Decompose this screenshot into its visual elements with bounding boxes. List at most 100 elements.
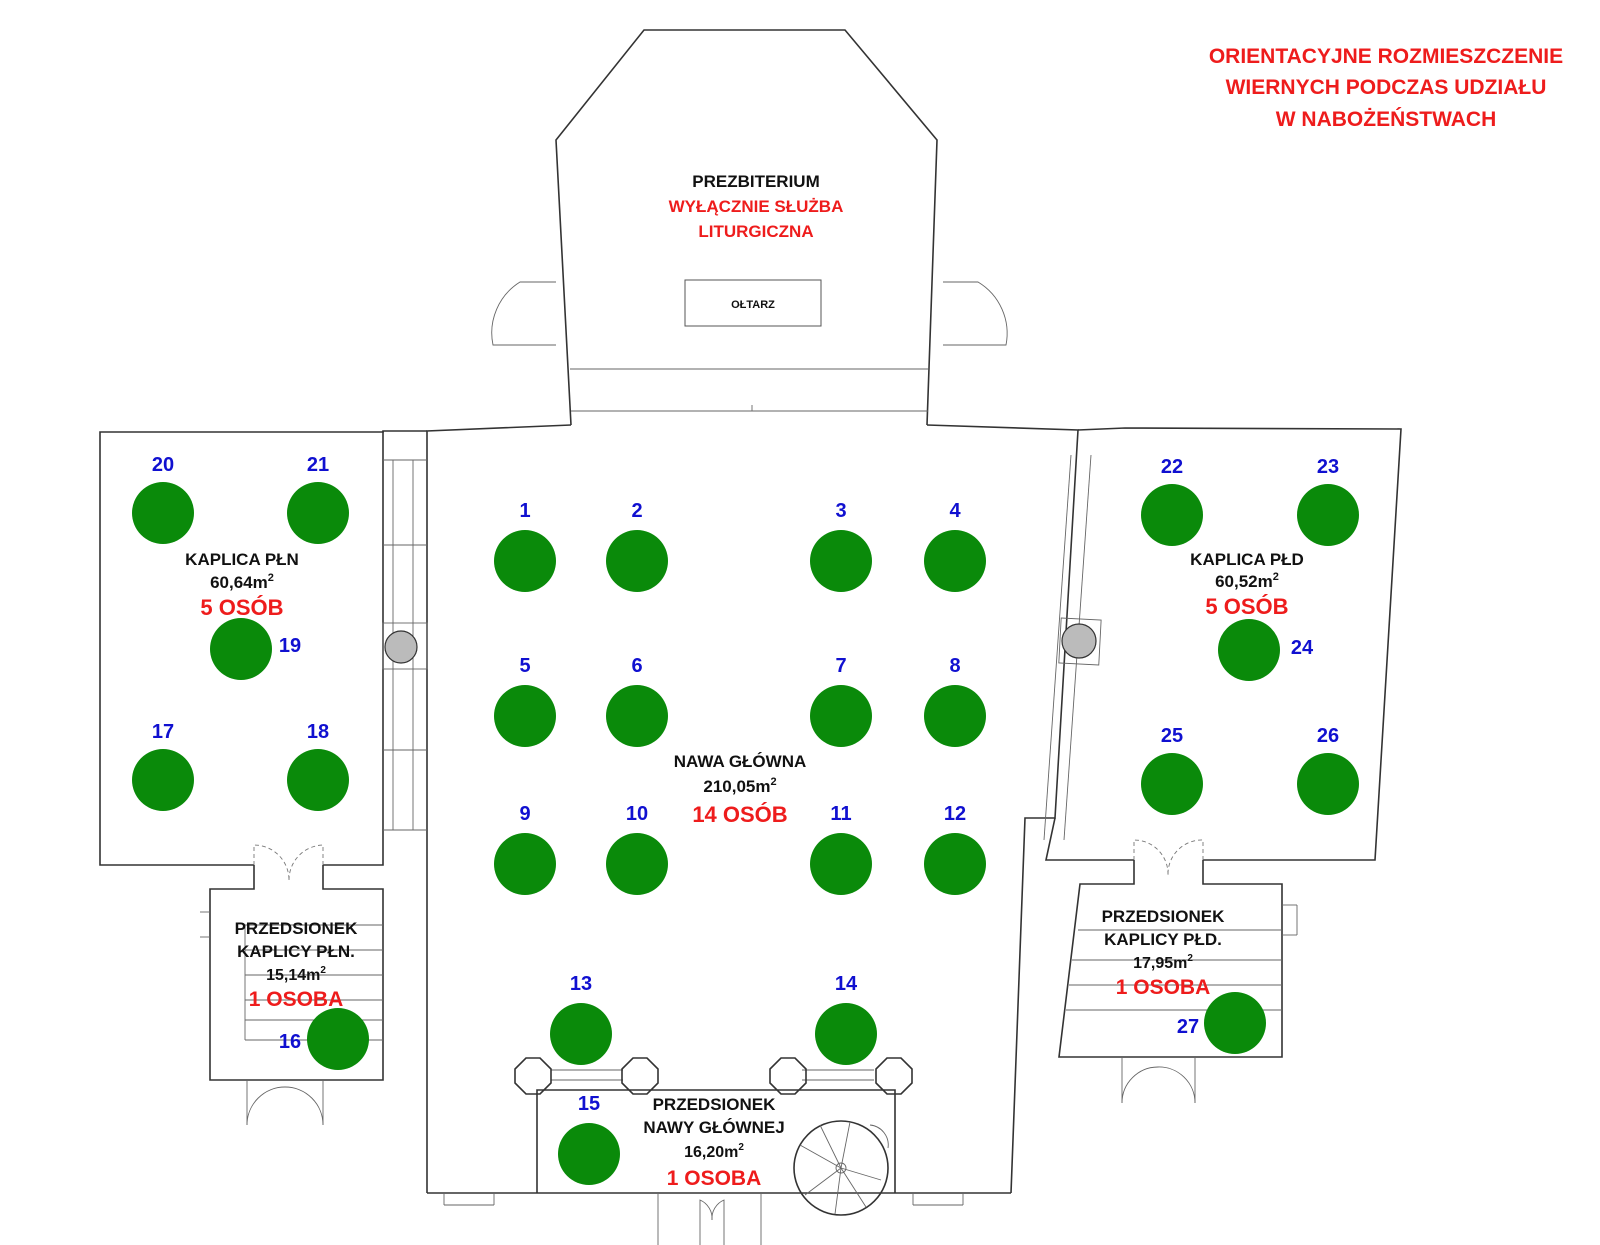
przedsionek-pln-area-sup: 2 xyxy=(320,965,326,976)
seat-number-8: 8 xyxy=(949,655,960,677)
seat-20 xyxy=(132,482,194,544)
kaplica-pld-area: 60,52m xyxy=(1215,572,1273,591)
seat-number-17: 17 xyxy=(152,721,174,743)
przedsionek-pln-capacity: 1 OSOBA xyxy=(249,988,344,1011)
seat-13 xyxy=(550,1003,612,1065)
column-south xyxy=(1061,623,1097,659)
seat-number-21: 21 xyxy=(307,454,329,476)
title-line-1: ORIENTACYJNE ROZMIESZCZENIE xyxy=(1209,45,1563,68)
label-kaplica-pln: KAPLICA PŁN 60,64m2 5 OSÓB xyxy=(185,550,299,620)
column-north xyxy=(384,630,418,664)
seat-23 xyxy=(1297,484,1359,546)
seat-number-1: 1 xyxy=(519,500,530,522)
seat-number-12: 12 xyxy=(944,803,966,825)
seat-6 xyxy=(606,685,668,747)
przedsionek-pld-area-sup: 2 xyxy=(1187,953,1193,964)
kaplica-pln-area-sup: 2 xyxy=(268,572,274,584)
seat-2 xyxy=(606,530,668,592)
seat-number-18: 18 xyxy=(307,721,329,743)
prezbiterium-note-1: WYŁĄCZNIE SŁUŻBA xyxy=(669,197,844,216)
label-przedsionek-pld: PRZEDSIONEK KAPLICY PŁD. 17,95m2 1 OSOBA xyxy=(1102,907,1226,999)
kaplica-pln-name: KAPLICA PŁN xyxy=(185,550,299,569)
prezbiterium-note-2: LITURGICZNA xyxy=(698,222,813,241)
seat-21 xyxy=(287,482,349,544)
seat-12 xyxy=(924,833,986,895)
seat-number-14: 14 xyxy=(835,973,858,995)
altar-label: OŁTARZ xyxy=(731,299,775,311)
label-prezbiterium: PREZBITERIUM WYŁĄCZNIE SŁUŻBA LITURGICZN… xyxy=(669,172,844,241)
svg-text:210,05m2: 210,05m2 xyxy=(703,776,776,796)
przedsionek-nawy-name-2: NAWY GŁÓWNEJ xyxy=(643,1118,784,1137)
seat-14 xyxy=(815,1003,877,1065)
przedsionek-nawy-area: 16,20m xyxy=(684,1144,738,1161)
przedsionek-pld-capacity: 1 OSOBA xyxy=(1116,976,1211,999)
title-line-3: W NABOŻEŃSTWACH xyxy=(1276,108,1496,131)
seat-number-23: 23 xyxy=(1317,456,1339,478)
kaplica-pld-name: KAPLICA PŁD xyxy=(1190,550,1304,569)
nawa-capacity: 14 OSÓB xyxy=(692,802,787,827)
kaplica-pld-area-sup: 2 xyxy=(1273,571,1279,583)
kaplica-pln-area: 60,64m xyxy=(210,573,268,592)
seat-26 xyxy=(1297,753,1359,815)
seat-number-13: 13 xyxy=(570,973,592,995)
przedsionek-pld-name-1: PRZEDSIONEK xyxy=(1102,907,1226,926)
kaplica-pld-capacity: 5 OSÓB xyxy=(1205,594,1288,619)
seat-9 xyxy=(494,833,556,895)
seat-27 xyxy=(1204,992,1266,1054)
przedsionek-pln-name-1: PRZEDSIONEK xyxy=(235,919,359,938)
label-nawa: NAWA GŁÓWNA 210,05m2 14 OSÓB xyxy=(674,752,807,827)
przedsionek-nawy-name-1: PRZEDSIONEK xyxy=(653,1095,777,1114)
prezbiterium-name: PREZBITERIUM xyxy=(692,172,820,191)
seat-16 xyxy=(307,1008,369,1070)
przedsionek-nawy-area-sup: 2 xyxy=(738,1142,744,1153)
nawa-area: 210,05m xyxy=(703,777,770,796)
seat-number-10: 10 xyxy=(626,803,648,825)
seat-number-25: 25 xyxy=(1161,725,1183,747)
seat-17 xyxy=(132,749,194,811)
altar: OŁTARZ xyxy=(684,279,822,327)
seat-number-26: 26 xyxy=(1317,725,1339,747)
seat-number-16: 16 xyxy=(279,1031,301,1053)
svg-text:15,14m2: 15,14m2 xyxy=(266,965,326,984)
altar-box xyxy=(684,279,822,327)
nawa-name: NAWA GŁÓWNA xyxy=(674,752,807,771)
przedsionek-pld-area: 17,95m xyxy=(1133,955,1187,972)
seat-number-7: 7 xyxy=(835,655,846,677)
seat-number-6: 6 xyxy=(631,655,642,677)
nawa-area-sup: 2 xyxy=(771,776,777,788)
przedsionek-pln-area: 15,14m xyxy=(266,967,320,984)
label-przedsionek-pln: PRZEDSIONEK KAPLICY PŁN. 15,14m2 1 OSOBA xyxy=(235,919,359,1011)
seat-number-5: 5 xyxy=(519,655,530,677)
seat-number-9: 9 xyxy=(519,803,530,825)
walls xyxy=(99,29,1402,1245)
seat-number-2: 2 xyxy=(631,500,642,522)
title-line-2: WIERNYCH PODCZAS UDZIAŁU xyxy=(1226,76,1547,99)
seat-7 xyxy=(810,685,872,747)
seat-4 xyxy=(924,530,986,592)
seat-number-11: 11 xyxy=(830,803,851,825)
seat-number-20: 20 xyxy=(152,454,174,476)
seat-8 xyxy=(924,685,986,747)
seat-10 xyxy=(606,833,668,895)
przedsionek-nawy-capacity: 1 OSOBA xyxy=(667,1167,762,1190)
kaplica-pln-capacity: 5 OSÓB xyxy=(200,595,283,620)
doors xyxy=(246,281,1204,1245)
svg-text:60,52m2: 60,52m2 xyxy=(1215,571,1279,591)
seat-number-27: 27 xyxy=(1177,1016,1199,1038)
seat-number-22: 22 xyxy=(1161,456,1183,478)
seat-25 xyxy=(1141,753,1203,815)
svg-text:16,20m2: 16,20m2 xyxy=(684,1142,744,1161)
seat-24 xyxy=(1218,619,1280,681)
seat-number-24: 24 xyxy=(1291,637,1314,659)
seat-3 xyxy=(810,530,872,592)
seat-22 xyxy=(1141,484,1203,546)
label-kaplica-pld: KAPLICA PŁD 60,52m2 5 OSÓB xyxy=(1190,550,1304,619)
seat-1 xyxy=(494,530,556,592)
spiral-staircase xyxy=(793,1120,889,1216)
seat-5 xyxy=(494,685,556,747)
seat-18 xyxy=(287,749,349,811)
columns xyxy=(384,623,1097,664)
seat-15 xyxy=(558,1123,620,1185)
